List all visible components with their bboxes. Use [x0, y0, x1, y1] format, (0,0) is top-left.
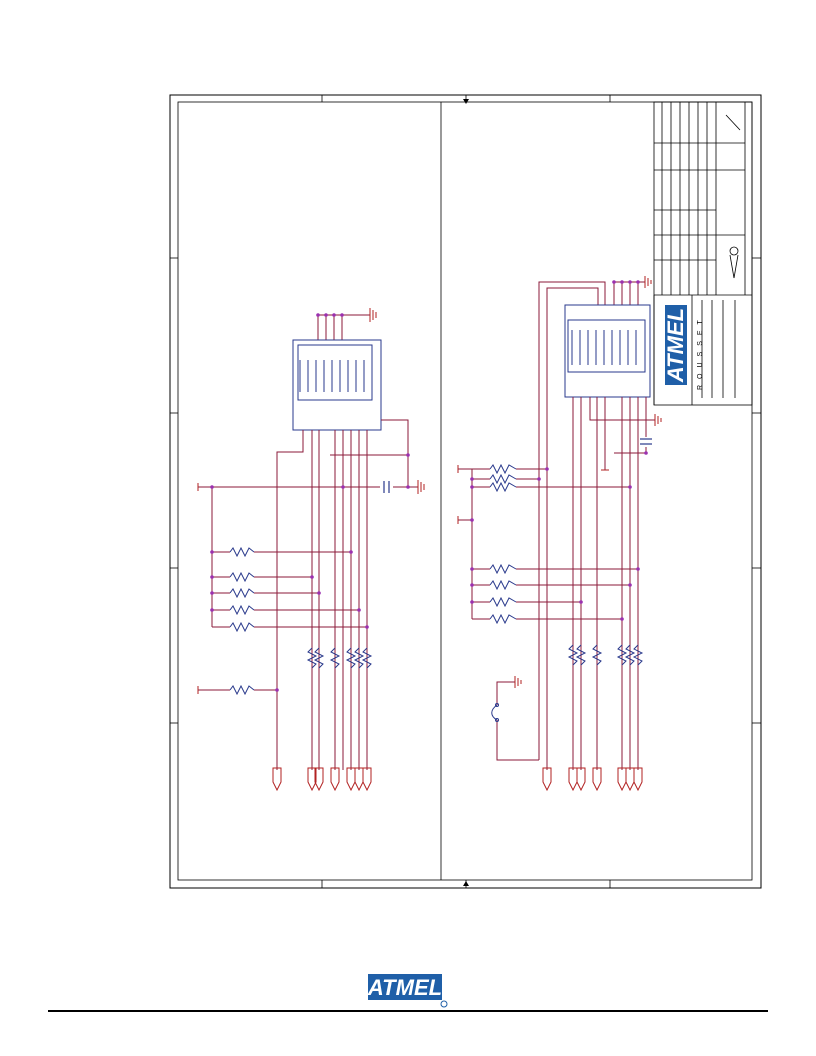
location-label: ROUSSET [697, 314, 704, 390]
test-point [272, 767, 372, 792]
decoupling-capacitor [383, 481, 390, 493]
frame-ticks [170, 95, 761, 888]
sd-card-connector [292, 339, 382, 431]
title-block-logo: ATMEL [663, 305, 688, 385]
footer-logo: ATMEL [367, 974, 448, 1008]
left-sd-card-slot [197, 308, 425, 792]
top-center-marker [463, 99, 469, 104]
right-sd-card-slot [457, 276, 662, 792]
ground-icon [644, 276, 652, 288]
net-junction [470, 280, 648, 621]
ground-icon [197, 480, 425, 694]
inner-frame [177, 101, 753, 881]
svg-text:ATMEL: ATMEL [663, 308, 688, 383]
bottom-center-marker [463, 881, 469, 886]
ground-icon [369, 308, 377, 322]
svg-text:ATMEL: ATMEL [367, 975, 442, 1000]
series-resistor [306, 647, 373, 669]
ground-icon [457, 414, 662, 688]
test-point [542, 767, 643, 792]
footer-rule [48, 1010, 768, 1012]
title-block [653, 101, 753, 406]
pull-up-resistor [229, 546, 255, 696]
decoupling-capacitor [640, 438, 652, 445]
sd-card-connector [564, 304, 651, 398]
series-resistor [567, 644, 644, 666]
jumper [491, 703, 499, 722]
pull-up-resistor [489, 463, 517, 625]
net-junction [210, 313, 410, 692]
outer-frame [169, 94, 762, 889]
